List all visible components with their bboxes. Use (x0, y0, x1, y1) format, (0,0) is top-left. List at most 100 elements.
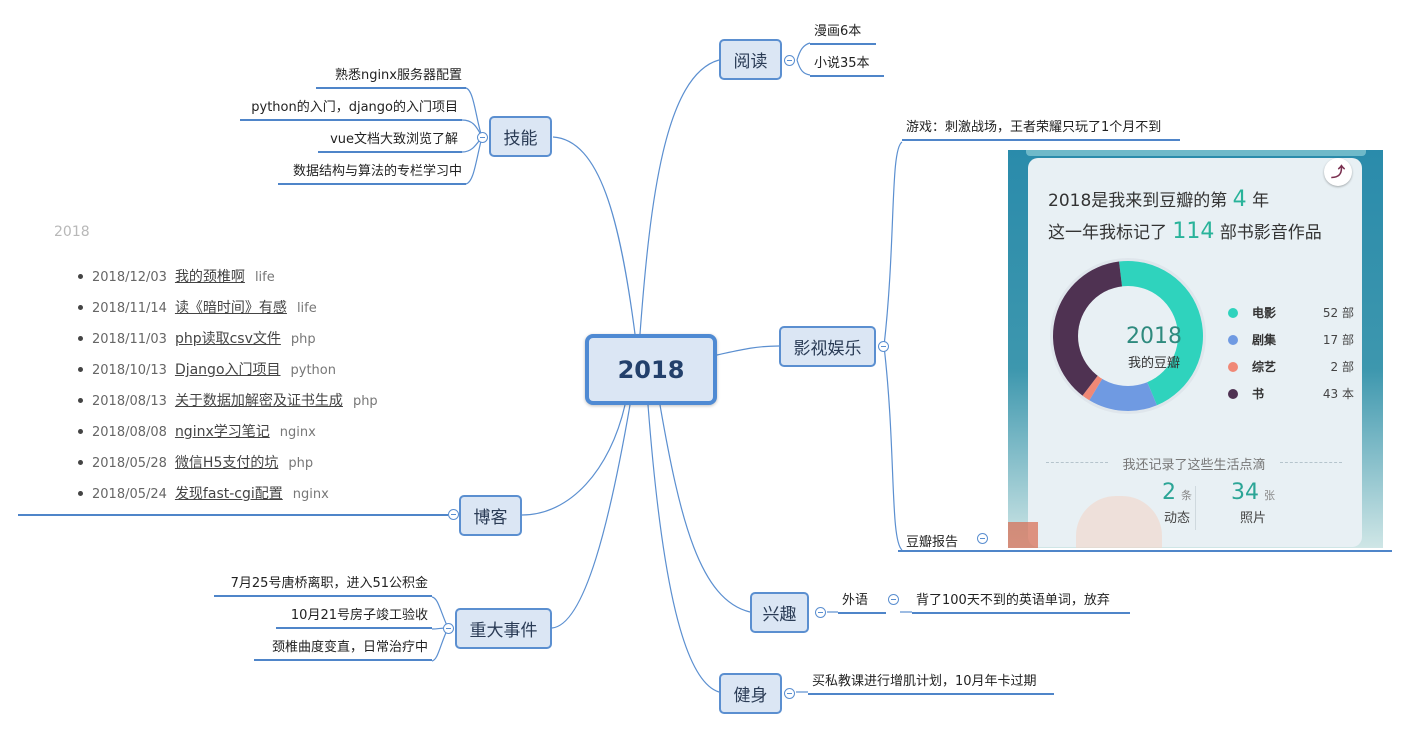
blog-post-tag: python (290, 363, 336, 378)
blog-post-item: 2018/05/28 微信H5支付的坑 php (78, 452, 378, 483)
edge-root-fitness (647, 404, 720, 693)
donut-caption: 我的豆瓣 (1127, 356, 1180, 371)
edge-root-entertainment (716, 345, 780, 356)
edge-root-reading (639, 59, 720, 335)
bullet-icon (78, 274, 83, 279)
legend-swatch (1228, 307, 1238, 318)
share-icon[interactable]: ⤴ (1324, 158, 1352, 186)
legend-row: 综艺 2 部 (1228, 353, 1354, 380)
blog-post-date: 2018/05/24 (92, 487, 167, 502)
collapse-toggle-icon[interactable] (443, 623, 454, 634)
bullet-icon (78, 336, 83, 341)
blog-post-item: 2018/11/14 读《暗时间》有感 life (78, 297, 378, 328)
blog-post-tag: php (288, 456, 314, 471)
events-item-2[interactable]: 10月21号房子竣工验收 (276, 608, 432, 629)
douban-donut-chart (1050, 258, 1206, 414)
blog-post-date: 2018/05/28 (92, 456, 167, 471)
legend-count: 52 部 (1322, 306, 1354, 320)
events-item-1[interactable]: 7月25号唐桥离职，进入51公积金 (214, 576, 432, 597)
douban-report-label[interactable]: 豆瓣报告 (906, 535, 959, 550)
blog-post-tag: php (290, 332, 316, 347)
branch-blog[interactable]: 博客 (459, 495, 522, 536)
blog-post-link[interactable]: 发现fast-cgi配置 (174, 486, 283, 502)
blog-post-link[interactable]: 关于数据加解密及证书生成 (174, 393, 343, 409)
edge-root-skills (552, 136, 636, 335)
legend-name: 综艺 (1252, 360, 1277, 374)
branch-interests[interactable]: 兴趣 (750, 592, 809, 633)
legend-count: 43 本 (1322, 387, 1354, 401)
collapse-toggle-icon[interactable] (784, 688, 795, 699)
douban-year-line: 2018是我来到豆瓣的第 4 年 (1048, 187, 1270, 212)
blog-post-tag: nginx (279, 425, 316, 440)
blog-post-tag: nginx (292, 487, 329, 502)
root-node[interactable]: 2018 (585, 334, 717, 405)
collapse-toggle-icon[interactable] (815, 607, 826, 618)
legend-count: 2 部 (1330, 360, 1354, 374)
collapse-toggle-icon[interactable] (784, 55, 795, 66)
collapse-toggle-icon[interactable] (977, 533, 988, 544)
stat-divider (1195, 486, 1196, 530)
bullet-icon (78, 491, 83, 496)
blog-post-item: 2018/08/08 nginx学习笔记 nginx (78, 421, 378, 452)
stat-photos: 34 张 照片 (1230, 480, 1276, 526)
blog-post-link[interactable]: 微信H5支付的坑 (174, 455, 279, 471)
collapse-toggle-icon[interactable] (878, 341, 889, 352)
branch-fitness[interactable]: 健身 (719, 673, 782, 714)
blog-post-link[interactable]: nginx学习笔记 (174, 424, 270, 440)
edge-root-interests (659, 404, 751, 613)
douban-underline (898, 550, 1392, 552)
blog-post-link[interactable]: 读《暗时间》有感 (174, 300, 287, 316)
legend-row: 电影 52 部 (1228, 299, 1354, 326)
blog-post-date: 2018/08/08 (92, 425, 167, 440)
collapse-toggle-icon[interactable] (448, 509, 459, 520)
fitness-detail[interactable]: 买私教课进行增肌计划，10月年卡过期 (808, 674, 1054, 695)
branch-entertainment[interactable]: 影视娱乐 (779, 326, 876, 367)
record-caption: 我还记录了这些生活点滴 (1046, 454, 1342, 473)
branch-events[interactable]: 重大事件 (455, 608, 552, 649)
bullet-icon (78, 398, 83, 403)
skills-item-4[interactable]: 数据结构与算法的专栏学习中 (278, 164, 466, 185)
illustration-shape (1008, 522, 1038, 548)
reading-item-2[interactable]: 小说35本 (810, 56, 884, 77)
legend-swatch (1228, 388, 1238, 399)
bullet-icon (78, 460, 83, 465)
reading-item-1[interactable]: 漫画6本 (810, 24, 876, 45)
illustration-shape (1076, 496, 1162, 548)
blog-post-tag: life (296, 301, 317, 316)
skills-item-3[interactable]: vue文档大致浏览了解 (318, 132, 462, 153)
legend-row: 书 43 本 (1228, 380, 1354, 407)
skills-item-2[interactable]: python的入门，django的入门项目 (240, 100, 462, 121)
interests-sub[interactable]: 外语 (838, 593, 886, 614)
blog-year-heading: 2018 (54, 224, 90, 240)
collapse-toggle-icon[interactable] (888, 594, 899, 605)
skills-item-1[interactable]: 熟悉nginx服务器配置 (316, 68, 466, 89)
card-top-bar (1026, 150, 1366, 156)
donut-year: 2018 (1126, 324, 1182, 349)
legend-swatch (1228, 361, 1238, 372)
legend-name: 电影 (1252, 306, 1277, 320)
blog-post-link[interactable]: php读取csv文件 (174, 331, 281, 347)
blog-post-link[interactable]: 我的颈椎啊 (174, 269, 245, 285)
collapse-toggle-icon[interactable] (477, 132, 488, 143)
entertainment-game[interactable]: 游戏：刺激战场，王者荣耀只玩了1个月不到 (902, 120, 1180, 141)
blog-post-date: 2018/08/13 (92, 394, 167, 409)
blog-post-date: 2018/12/03 (92, 270, 167, 285)
blog-post-link[interactable]: Django入门项目 (174, 362, 281, 378)
events-item-3[interactable]: 颈椎曲度变直，日常治疗中 (254, 640, 432, 661)
branch-skills[interactable]: 技能 (489, 116, 552, 157)
blog-post-date: 2018/11/14 (92, 301, 167, 316)
interests-detail[interactable]: 背了100天不到的英语单词，放弃 (912, 593, 1130, 614)
legend-name: 书 (1252, 387, 1265, 401)
branch-reading[interactable]: 阅读 (719, 39, 782, 80)
douban-report-image: ⤴ 2018是我来到豆瓣的第 4 年 这一年我标记了 114 部书影音作品 20… (1008, 150, 1383, 548)
edge-root-events (551, 404, 631, 629)
blog-post-item: 2018/05/24 发现fast-cgi配置 nginx (78, 483, 378, 514)
douban-card: ⤴ 2018是我来到豆瓣的第 4 年 这一年我标记了 114 部书影音作品 20… (1028, 158, 1362, 548)
legend-count: 17 部 (1322, 333, 1354, 347)
